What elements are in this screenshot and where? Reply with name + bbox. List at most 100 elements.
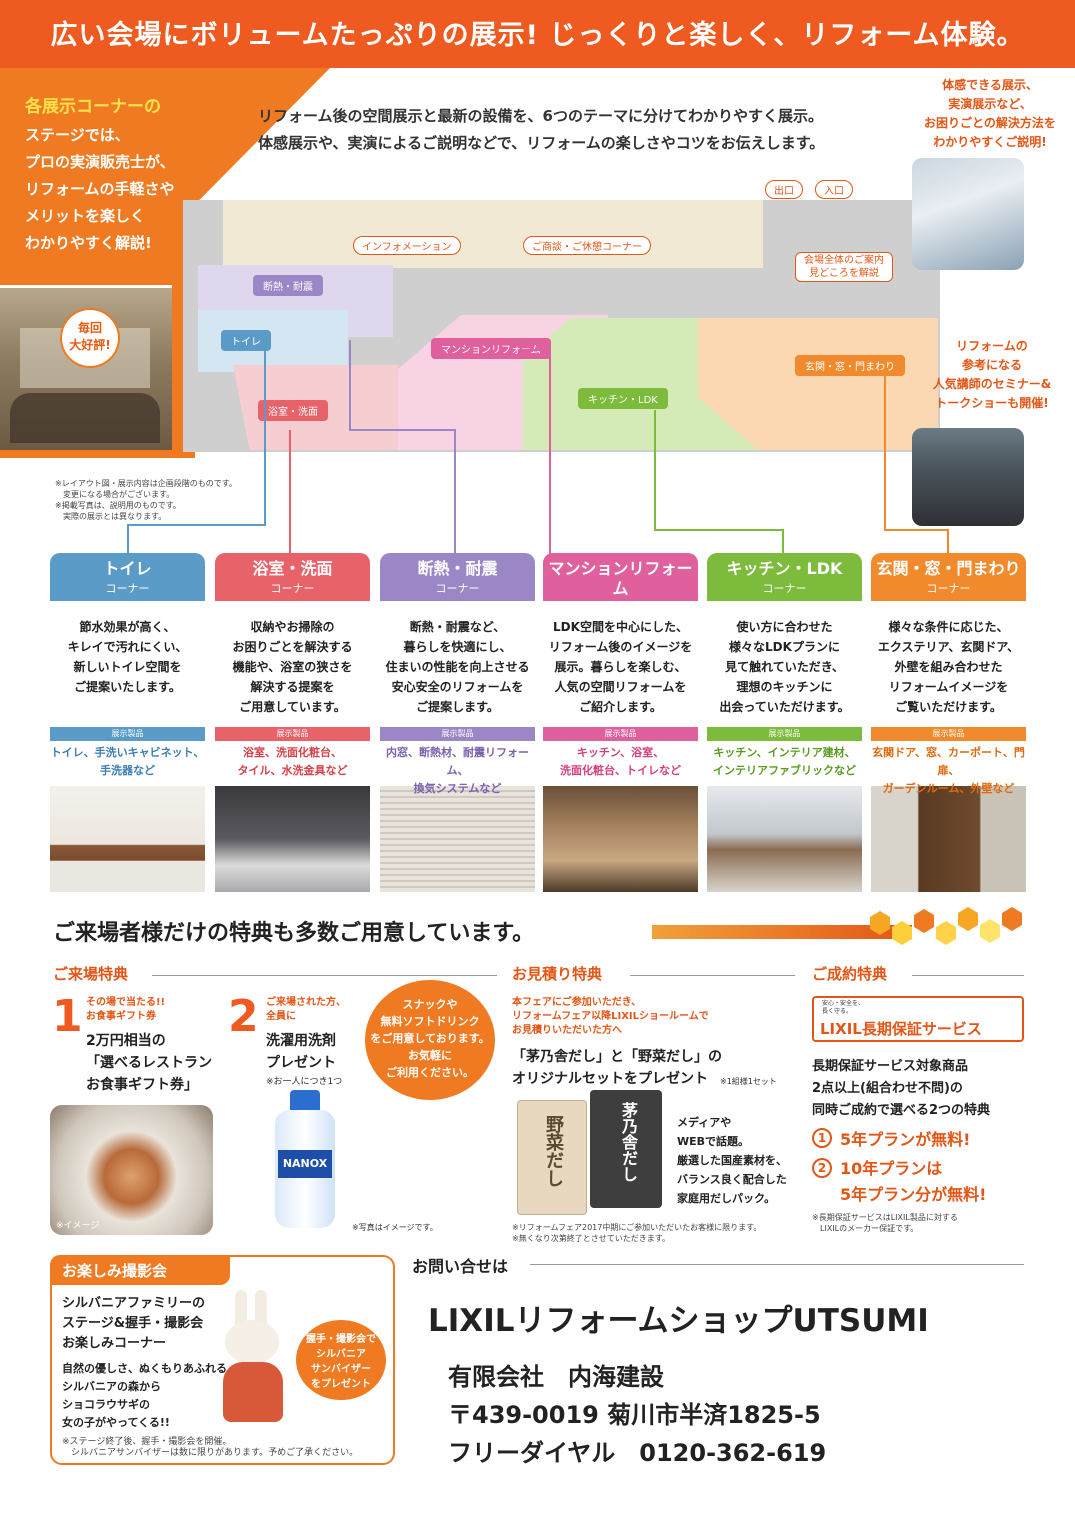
plan-2-text: 10年プランは 5年プラン分が無料! [840, 1159, 987, 1204]
corner-header: 玄関・窓・門まわりコーナー [871, 553, 1026, 601]
map-zone-insulation: 断熱・耐震 [253, 275, 323, 296]
right-panel-top-text: 体感できる展示、 実演展示など、 お困りごとの解決方法を わかりやすくご説明! [924, 78, 1056, 149]
hexagon-decoration [870, 907, 1022, 945]
product-label: 展示製品 [215, 727, 370, 741]
right-panel-middle-text: リフォームの 参考になる 人気講師のセミナー& トークショーも開催! [932, 339, 1052, 410]
estimate-text: 「茅乃舎だし」と「野菜だし」の オリジナルセットをプレゼント [512, 1049, 722, 1087]
benefit-2-note: ※お一人につき1つ [266, 1077, 343, 1087]
estimate-benefit-heading: お見積り特典 [512, 965, 603, 983]
photo-event-heading: お楽しみ撮影会 [50, 1255, 230, 1285]
intro-text: リフォーム後の空間展示と最新の設備を、6つのテーマに分けてわかりやすく展示。 体… [258, 107, 825, 152]
estimate-lead: 本フェアにご参加いただき、 リフォームフェア以降LIXILショールームで お見積… [512, 997, 709, 1036]
benefit-2-text: 洗濯用洗剤 プレゼント [266, 1033, 336, 1071]
benefits-title: ご来場者様だけの特典も多数ご用意しています。 [53, 921, 535, 946]
map-guide-label: 会場全体のご案内 見どころを解説 [795, 252, 893, 282]
dashi-pack-vegetable: 野菜だし [517, 1100, 587, 1215]
corner-items: 内窓、断熱材、耐震リフォーム、 換気システムなど [386, 746, 529, 795]
corner-mansion: マンションリフォームコーナー LDK空間を中心にした、 リフォーム後のイメージを… [543, 553, 698, 892]
plan-1-text: 5年プランが無料! [840, 1130, 971, 1149]
plan-2-number: 2 [812, 1158, 832, 1178]
lixil-warranty-badge: 安心・安全を、 長く守る。 LIXIL長期保証サービス [812, 996, 1024, 1042]
shop-name: LIXILリフォームショップUTSUMI [428, 1303, 929, 1339]
corner-toilet: トイレコーナー 節水効果が高く、 キレイで汚れにくい、 新しいトイレ空間を ご提… [50, 553, 205, 892]
corner-header: 浴室・洗面コーナー [215, 553, 370, 601]
corner-description: 断熱・耐震など、 暮らしを快適にし、 住まいの性能を向上させる 安心安全のリフォ… [385, 620, 530, 714]
plan-1-number: 1 [812, 1128, 832, 1148]
benefits-bar [652, 925, 912, 939]
corner-items: キッチン、浴室、 洗面化粧台、トイレなど [560, 746, 681, 777]
connector-kitchen [654, 410, 784, 555]
divider [152, 975, 497, 976]
zone-top-beige [223, 200, 763, 268]
corner-header: マンションリフォームコーナー [543, 553, 698, 615]
product-label: 展示製品 [707, 727, 862, 741]
gift-food-photo [50, 1105, 213, 1235]
corner-entry: 玄関・窓・門まわりコーナー 様々な条件に応じた、 エクステリア、玄関ドア、 外壁… [871, 553, 1026, 892]
toilet-photo [50, 786, 205, 892]
map-zone-entry: 玄関・窓・門まわり [795, 355, 905, 376]
contract-benefit-heading: ご成約特典 [812, 965, 888, 983]
bottle-label: NANOX [278, 1150, 332, 1178]
contract-note: ※長期保証サービスはLIXIL製品に対する LIXILのメーカー保証です。 [812, 1213, 958, 1233]
insulation-photo [380, 786, 535, 892]
connector-insulation [349, 340, 456, 555]
mansion-photo [543, 786, 698, 892]
corner-description: 節水効果が高く、 キレイで汚れにくい、 新しいトイレ空間を ご提案いたします。 [67, 620, 188, 694]
benefit-1-text: 2万円相当の 「選べるレストラン お食事ギフト券」 [86, 1033, 212, 1093]
right-seminar-photo [912, 428, 1024, 526]
corner-description: LDK空間を中心にした、 リフォーム後のイメージを 展示。暮らしを楽しむ、 人気… [548, 620, 693, 714]
corner-items: トイレ、手洗いキャビネット、 手洗器など [50, 746, 205, 777]
company-phone: フリーダイヤル 0120-362-619 [448, 1439, 827, 1467]
benefit-2-lead: ご来場された方、 全員に [266, 997, 346, 1022]
map-zone-mansion: マンションリフォーム [431, 338, 551, 359]
map-connectors [127, 340, 949, 555]
connector-mansion [520, 349, 551, 555]
connector-entry [884, 370, 949, 555]
corner-insulation: 断熱・耐震コーナー 断熱・耐震など、 暮らしを快適にし、 住まいの性能を向上させ… [380, 553, 535, 892]
company-name: 有限会社 内海建設 [448, 1363, 664, 1391]
contact-heading: お問い合せは [412, 1257, 509, 1276]
estimate-note: ※1組様1セット [720, 1077, 777, 1086]
map-note: ※レイアウト図・展示内容は企画段階のものです。 変更になる場合がございます。 ※… [55, 479, 237, 521]
zone-entry [698, 318, 938, 450]
detergent-photo-note: ※写真はイメージです。 [352, 1223, 438, 1232]
sylvanian-rabbit-image [215, 1290, 295, 1430]
divider [630, 975, 795, 976]
dashi-pack-kayanoya: 茅乃舎だし [590, 1090, 662, 1208]
detergent-bottle-photo: NANOX [270, 1090, 340, 1230]
handshake-photo-badge: 握手・撮影会で シルバニア サンバイザー をプレゼント [296, 1320, 386, 1400]
benefit-number-1: 1 [52, 991, 83, 1042]
corner-description: 収納やお掃除の お困りごとを解決する 機能や、浴室の狭さを 解決する提案を ご用… [232, 620, 353, 714]
product-label: 展示製品 [543, 727, 698, 741]
product-label: 展示製品 [380, 727, 535, 741]
corner-items: 玄関ドア、窓、カーポート、門扉、 ガーデンルーム、外壁など [872, 746, 1025, 795]
corner-header: 断熱・耐震コーナー [380, 553, 535, 601]
photo-event-text: 自然の優しさ、ぬくもりあふれる シルバニアの森から ショコラウサギの 女の子がや… [62, 1362, 227, 1429]
photo-event-title: シルバニアファミリーの ステージ&握手・撮影会 お楽しみコーナー [62, 1296, 206, 1351]
photo-event-note: ※ステージ終了後、握手・撮影会を開催。 シルバニアサンバイザーは数に限りがありま… [62, 1437, 359, 1458]
visit-benefit-heading: ご来場特典 [53, 965, 129, 983]
map-consult-label: ご商談・ご休憩コーナー [523, 236, 651, 255]
left-panel-title: 各展示コーナーの [25, 97, 161, 117]
map-zone-toilet: トイレ [221, 330, 271, 351]
benefit-1-lead: その場で当たる!! お食事ギフト券 [86, 997, 166, 1022]
connector-toilet [127, 345, 266, 555]
estimate-footnote: ※リフォームフェア2017中期にご参加いただいたお客様に限ります。 ※無くなり次… [512, 1223, 762, 1243]
product-label: 展示製品 [50, 727, 205, 741]
corner-bath: 浴室・洗面コーナー 収納やお掃除の お困りごとを解決する 機能や、浴室の狭さを … [215, 553, 370, 892]
bath-photo [215, 786, 370, 892]
company-address: 〒439-0019 菊川市半済1825-5 [448, 1401, 821, 1429]
right-top-photo [912, 158, 1024, 270]
kitchen-photo [707, 786, 862, 892]
map-info-label: インフォメーション [353, 236, 461, 255]
left-panel-text: ステージでは、 プロの実演販売士が、 リフォームの手軽さや メリットを楽しく わ… [25, 126, 175, 252]
contract-text: 長期保証サービス対象商品 2点以上(組合わせ不問)の 同時ご成約で選べる2つの特… [812, 1059, 991, 1118]
map-zone-bath: 浴室・洗面 [258, 400, 328, 421]
daily-popular-badge: 毎回 大好評! [62, 310, 118, 366]
divider [912, 975, 1024, 976]
map-zone-kitchen: キッチン・LDK [578, 388, 668, 409]
corner-header: トイレコーナー [50, 553, 205, 601]
food-photo-note: ※イメージ [56, 1221, 100, 1231]
entry-photo [871, 786, 1026, 892]
